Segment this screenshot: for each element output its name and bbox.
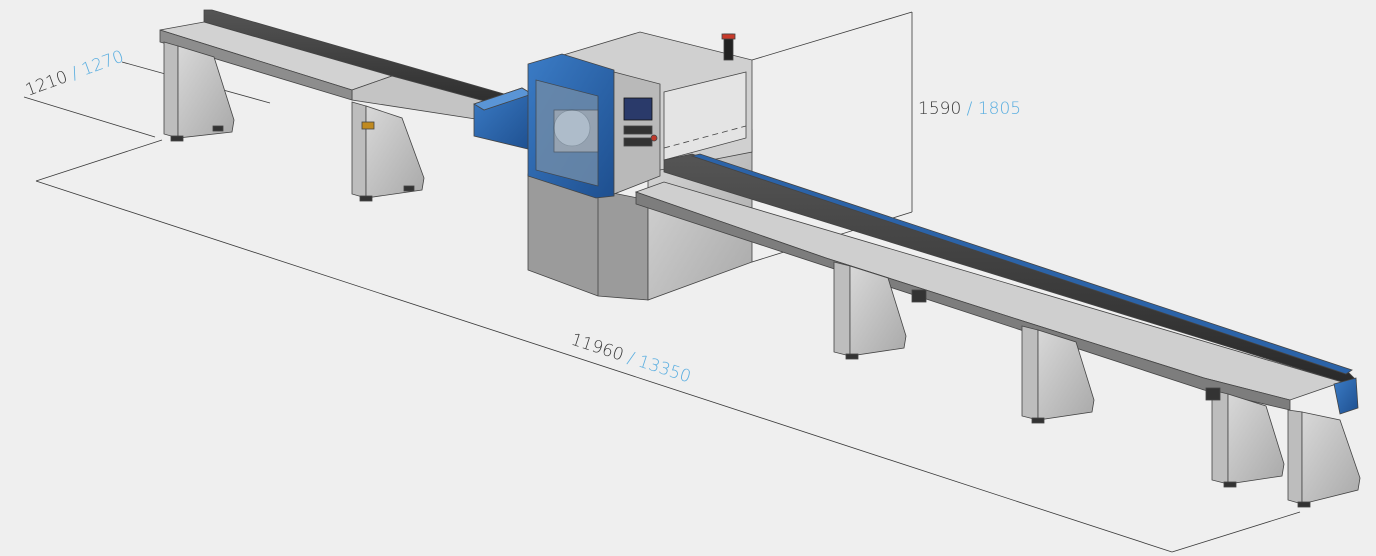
depth-dimension-label: 1210 / 1270	[23, 47, 127, 101]
dimension-lines	[23, 11, 1301, 553]
length-dimension-line	[35, 180, 1173, 553]
depth-secondary-value: 1270	[79, 47, 126, 81]
depth-separator: /	[64, 61, 86, 85]
height-secondary-value: 1805	[978, 99, 1021, 119]
length-dimension-label: 11960 / 13350	[568, 330, 693, 388]
length-secondary-value: 13350	[636, 352, 694, 388]
length-separator: /	[620, 346, 642, 370]
depth-extension-line-bottom	[23, 96, 156, 138]
depth-primary-value: 1210	[23, 67, 70, 101]
left-infeed-table	[159, 9, 533, 202]
right-outfeed-table	[634, 153, 1361, 508]
height-primary-value: 1590	[918, 99, 961, 119]
length-primary-value: 11960	[568, 330, 626, 366]
height-separator: /	[961, 99, 978, 119]
depth-dimension-line	[35, 139, 163, 182]
height-top-ext	[751, 11, 913, 61]
height-dimension-label: 1590 / 1805	[918, 99, 1021, 119]
length-extension-right	[1171, 511, 1301, 553]
